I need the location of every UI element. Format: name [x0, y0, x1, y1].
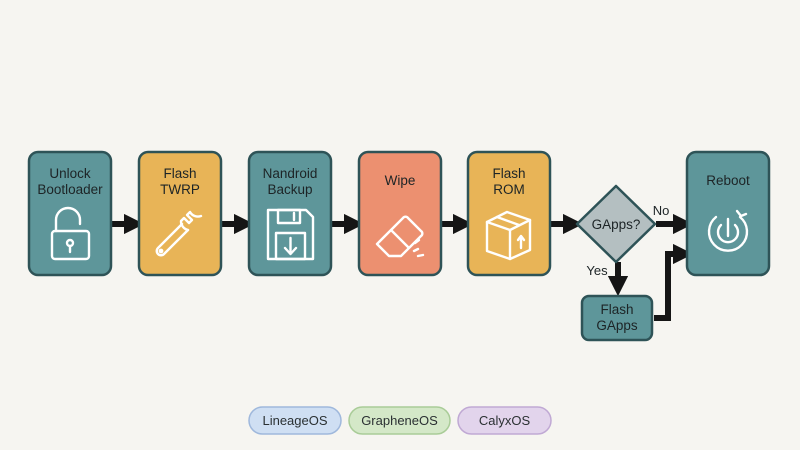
- unlocked-padlock-icon: [50, 206, 91, 261]
- floppy-save-icon: [266, 208, 315, 261]
- step-label-line2: TWRP: [160, 182, 200, 197]
- step-label-line1: Flash: [600, 302, 633, 317]
- step-label: Reboot: [706, 173, 750, 188]
- wrench-icon: [155, 210, 203, 257]
- step-label-line1: Flash: [492, 166, 525, 181]
- decision-diamond: [575, 184, 657, 264]
- rom-tag-calyxos: CalyxOS: [457, 406, 552, 435]
- rom-tag-label: LineageOS: [262, 413, 327, 428]
- step-unlock-bootloader: Unlock Bootloader: [27, 150, 113, 277]
- branch-yes-label: Yes: [586, 263, 608, 278]
- step-label-line2: ROM: [493, 182, 525, 197]
- step-label-line1: Nandroid: [263, 166, 318, 181]
- rom-tag-label: CalyxOS: [479, 413, 531, 428]
- flow-arrows: [112, 213, 694, 321]
- power-icon: [707, 209, 749, 252]
- package-box-icon: [485, 210, 532, 261]
- step-box: [27, 150, 113, 277]
- step-flash-rom: Flash ROM: [466, 150, 552, 277]
- step-flash-twrp: Flash TWRP: [137, 150, 223, 277]
- rom-tag-pill: [457, 406, 552, 435]
- branch-no-label: No: [653, 203, 670, 218]
- step-box: [247, 150, 333, 277]
- step-label-line2: Bootloader: [37, 182, 103, 197]
- step-nandroid-backup: Nandroid Backup: [247, 150, 333, 277]
- step-box: [137, 150, 223, 277]
- step-label-line2: GApps: [596, 318, 638, 333]
- rom-tags: LineageOS GrapheneOS CalyxOS: [248, 406, 552, 435]
- step-label-line1: Unlock: [49, 166, 91, 181]
- step-box: [357, 150, 443, 277]
- rom-tag-pill: [248, 406, 342, 435]
- step-box: [685, 150, 771, 277]
- step-wipe: Wipe: [357, 150, 443, 277]
- step-label-line1: Wipe: [385, 173, 416, 188]
- step-flash-gapps: Flash GApps: [580, 294, 654, 342]
- decision-gapps: GApps?: [575, 184, 657, 264]
- rom-tag-grapheneos: GrapheneOS: [348, 406, 451, 435]
- decision-label: GApps?: [592, 217, 641, 232]
- rom-tag-lineageos: LineageOS: [248, 406, 342, 435]
- step-box: [580, 294, 654, 342]
- rom-tag-label: GrapheneOS: [361, 413, 438, 428]
- step-label-line1: Flash: [163, 166, 196, 181]
- rom-tag-pill: [348, 406, 451, 435]
- step-label-line2: Backup: [267, 182, 312, 197]
- arrow-gapps-to-reboot: [654, 243, 694, 321]
- step-reboot: Reboot: [685, 150, 771, 277]
- eraser-icon: [375, 215, 425, 258]
